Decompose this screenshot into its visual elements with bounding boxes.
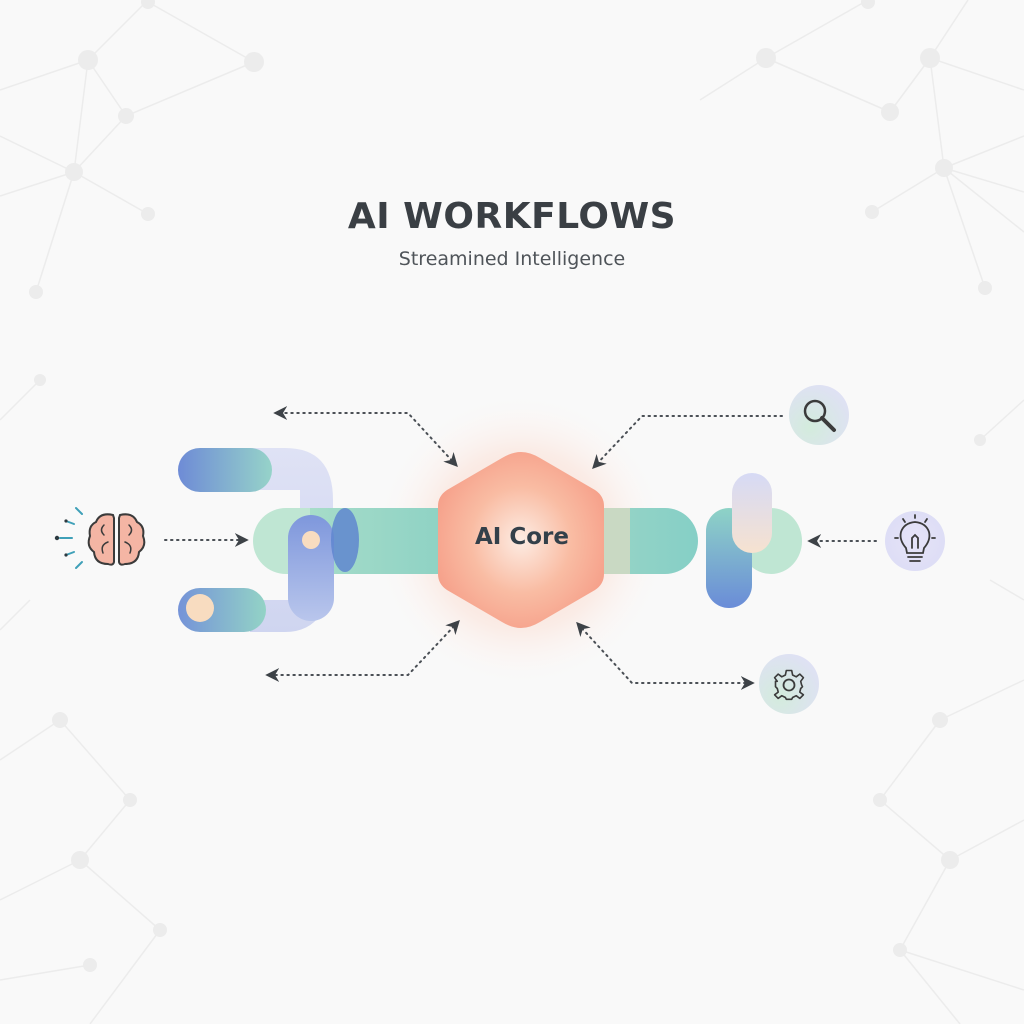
page-subtitle: Streamined Intelligence bbox=[398, 248, 626, 270]
ai-core-label: AI Core bbox=[475, 524, 569, 550]
brain-icon[interactable] bbox=[54, 507, 146, 569]
left-connector-assembly bbox=[178, 448, 445, 632]
arrow-top-left bbox=[273, 406, 458, 468]
gear-icon[interactable] bbox=[759, 654, 819, 714]
arrow-bottom-right bbox=[576, 621, 755, 690]
search-icon[interactable] bbox=[789, 385, 849, 445]
arrow-top-right bbox=[592, 415, 783, 470]
page-title: AI WORKFLOWS bbox=[347, 196, 677, 237]
right-connector-assembly bbox=[706, 473, 802, 608]
lightbulb-icon[interactable] bbox=[885, 511, 945, 571]
ai-core-hexagon bbox=[438, 452, 604, 628]
arrow-bottom-left bbox=[265, 619, 460, 682]
